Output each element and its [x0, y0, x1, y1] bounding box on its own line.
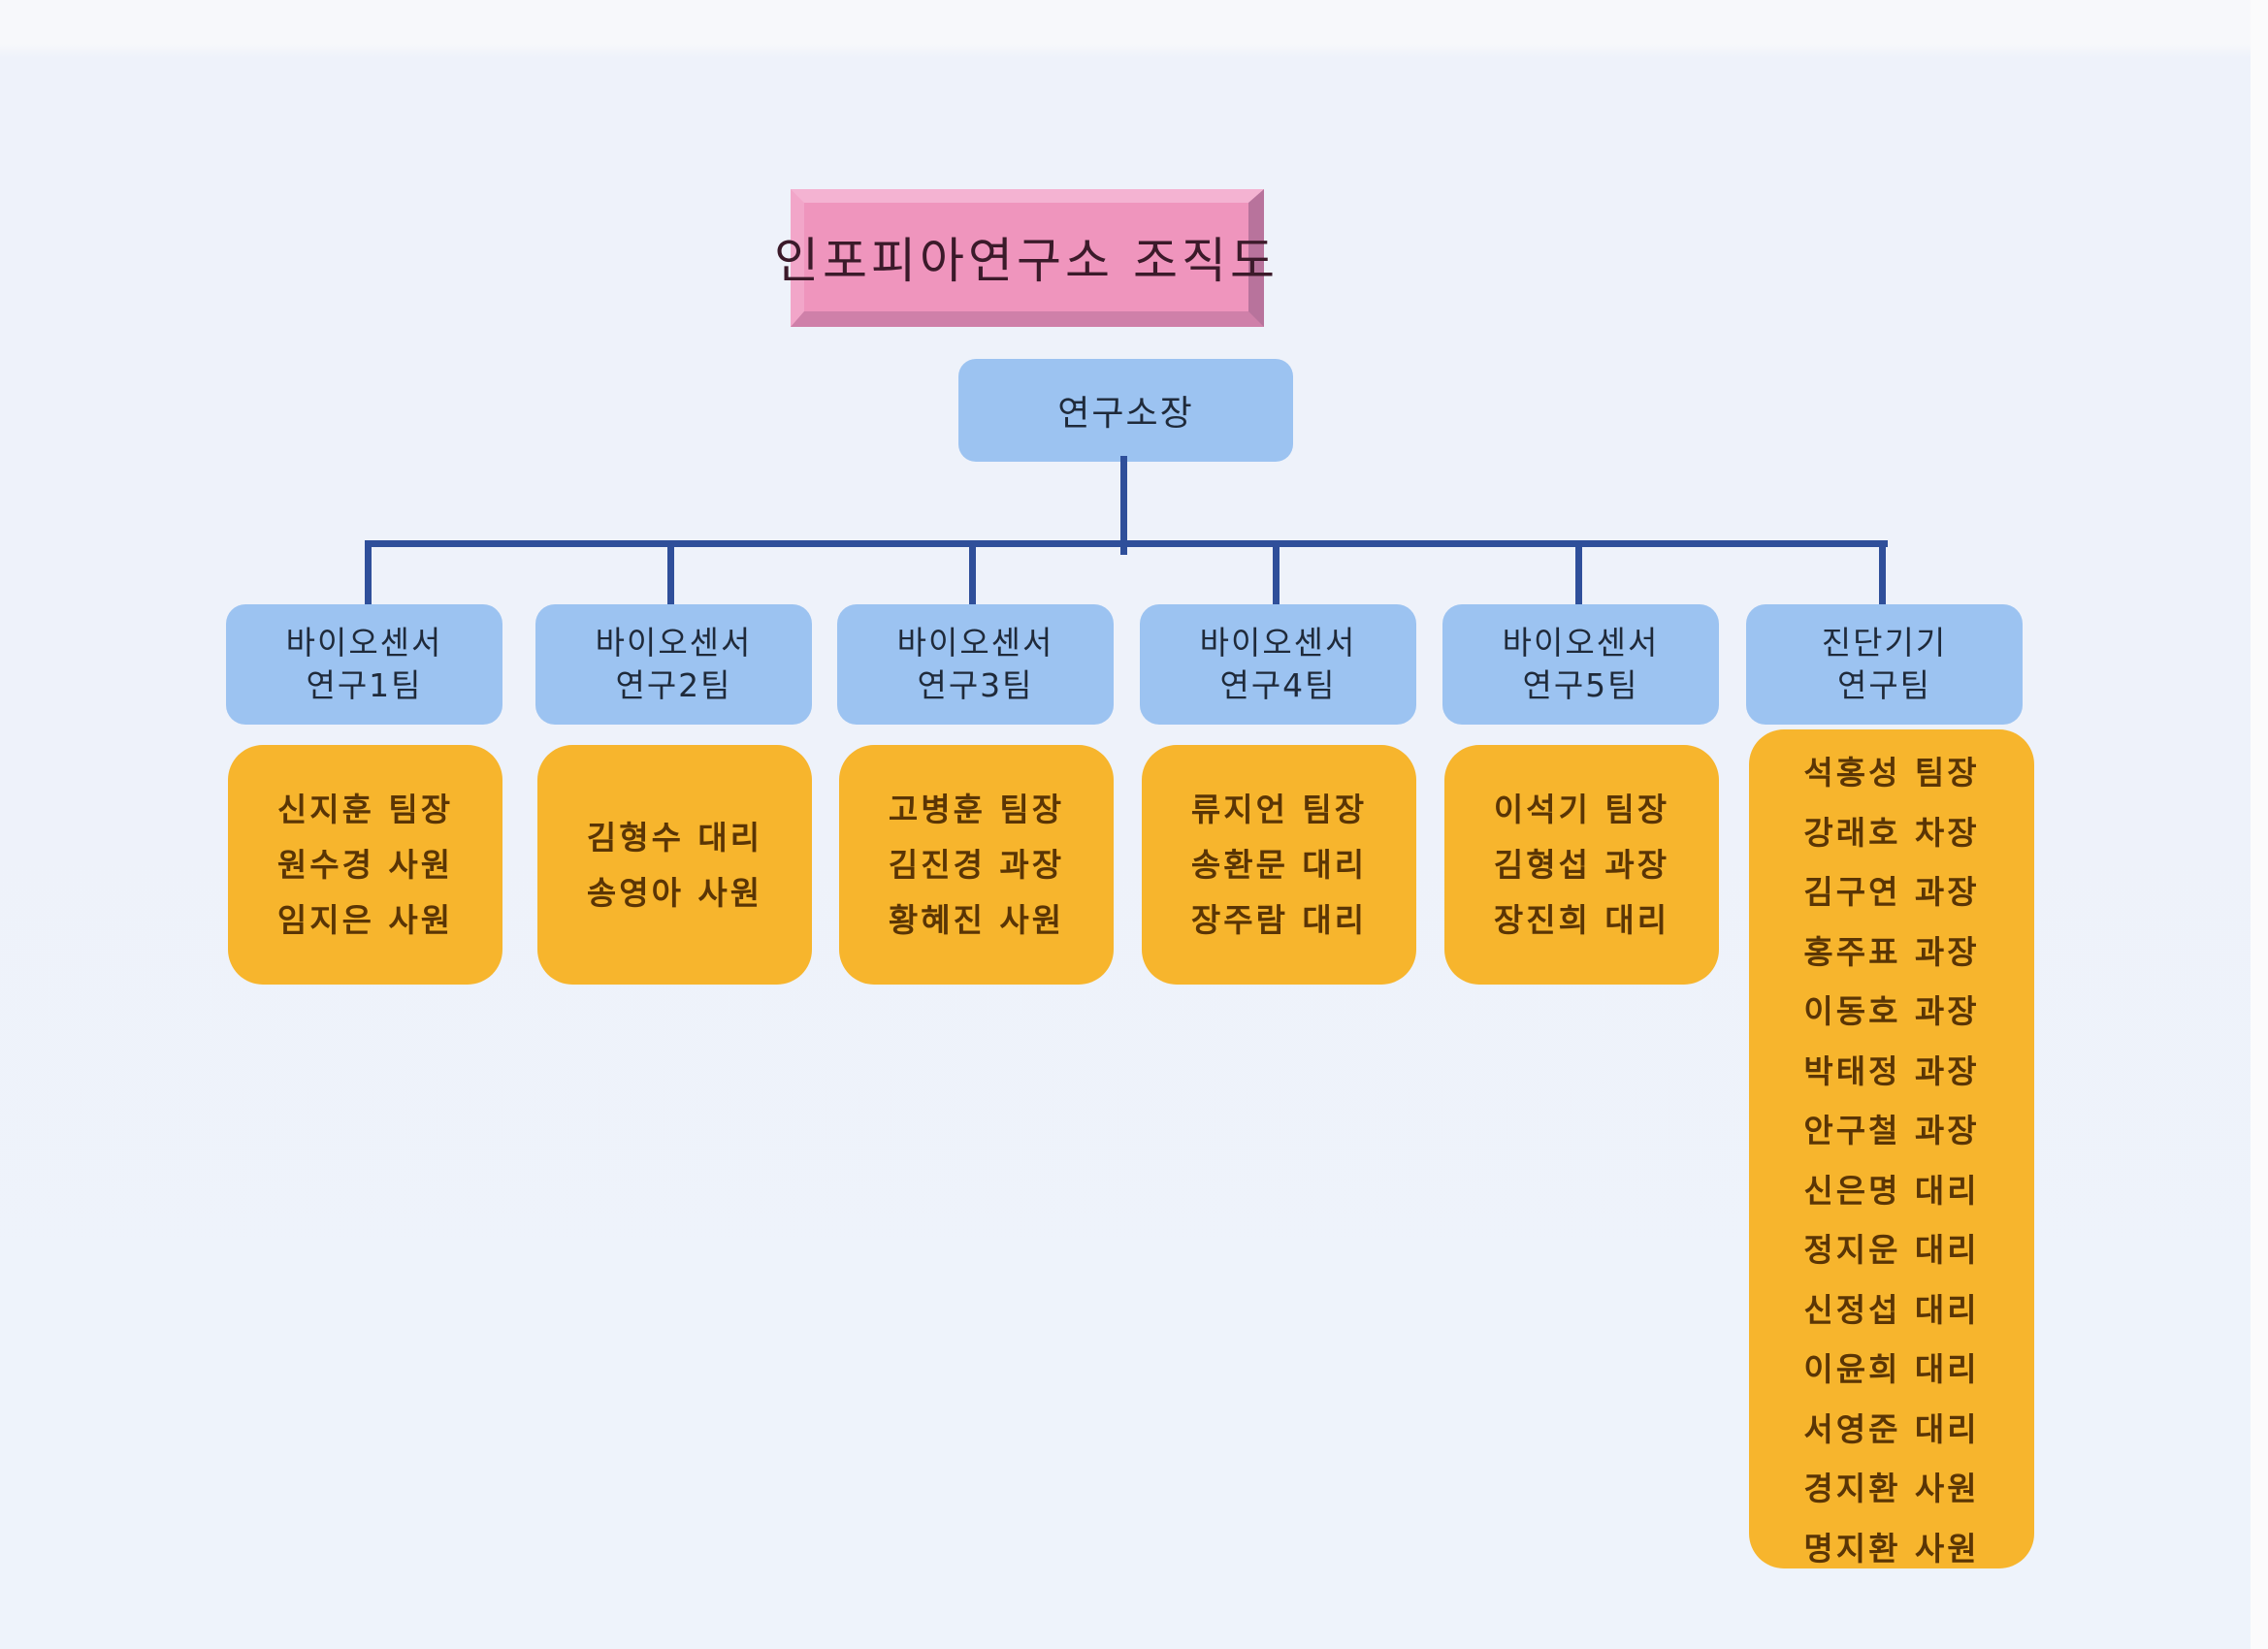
connector-team-2: [667, 540, 674, 608]
member-item: 박태정 과장: [1803, 1051, 1980, 1090]
member-list-team-1: 신지훈 팀장 원수경 사원 임지은 사원: [228, 745, 502, 985]
member-item: 서영준 대리: [1803, 1409, 1980, 1448]
member-item: 신정섭 대리: [1803, 1290, 1980, 1329]
director-node: 연구소장: [958, 359, 1293, 462]
team-name-line1: 바이오센서: [595, 624, 753, 662]
member-item: 송영아 사원: [586, 873, 763, 912]
member-list-team-6: 석홍성 팀장 강래호 차장 김구연 과장 홍주표 과장 이동호 과장 박태정 과…: [1749, 729, 2034, 1568]
team-name-line2: 연구팀: [1836, 666, 1932, 704]
member-item: 송환문 대리: [1190, 846, 1368, 884]
member-item: 명지환 사원: [1803, 1529, 1980, 1568]
member-item: 김형수 대리: [586, 818, 763, 857]
team-name-line1: 진단기기: [1821, 624, 1948, 662]
member-item: 임지은 사원: [276, 901, 454, 939]
team-name-line1: 바이오센서: [285, 624, 443, 662]
team-name-line2: 연구1팀: [306, 666, 423, 704]
member-item: 김형섭 과장: [1493, 846, 1670, 884]
team-node-biosensor-1: 바이오센서 연구1팀: [226, 604, 502, 725]
team-name-line2: 연구5팀: [1522, 666, 1639, 704]
member-item: 김진경 과장: [888, 846, 1065, 884]
member-item: 신지훈 팀장: [276, 791, 454, 828]
member-item: 석홍성 팀장: [1803, 754, 1980, 792]
team-name-line2: 연구3팀: [917, 666, 1034, 704]
member-item: 장주람 대리: [1190, 901, 1368, 939]
connector-team-4: [1273, 540, 1280, 608]
member-item: 원수경 사원: [276, 846, 454, 884]
member-item: 고병훈 팀장: [888, 791, 1065, 828]
member-item: 안구철 과장: [1803, 1112, 1980, 1149]
connector-team-3: [969, 540, 976, 608]
member-item: 황혜진 사원: [888, 901, 1065, 939]
team-name-line2: 연구2팀: [615, 666, 732, 704]
connector-team-1: [365, 540, 372, 608]
chart-title: 인포피아연구소 조직도: [774, 233, 1279, 289]
team-name-line1: 바이오센서: [896, 624, 1054, 662]
connector-team-6: [1879, 540, 1886, 608]
member-item: 홍주표 과장: [1803, 932, 1980, 971]
member-list-team-2: 김형수 대리 송영아 사원: [537, 745, 812, 985]
connector-horizontal-bus: [365, 540, 1888, 547]
member-item: 이동호 과장: [1803, 992, 1980, 1030]
director-label: 연구소장: [1057, 394, 1194, 434]
member-list-team-5: 이석기 팀장 김형섭 과장 장진희 대리: [1444, 745, 1719, 985]
team-node-biosensor-3: 바이오센서 연구3팀: [837, 604, 1114, 725]
member-item: 신은명 대리: [1803, 1171, 1980, 1210]
team-name-line2: 연구4팀: [1219, 666, 1337, 704]
member-item: 장진희 대리: [1493, 901, 1670, 939]
member-list-team-3: 고병훈 팀장 김진경 과장 황혜진 사원: [839, 745, 1114, 985]
team-name-line1: 바이오센서: [1502, 624, 1660, 662]
connector-director-vertical: [1120, 456, 1127, 555]
connector-team-5: [1575, 540, 1582, 608]
member-item: 이석기 팀장: [1493, 791, 1670, 828]
team-node-biosensor-2: 바이오센서 연구2팀: [535, 604, 812, 725]
team-node-diagnostic-devices: 진단기기 연구팀: [1746, 604, 2023, 725]
chart-title-box: 인포피아연구소 조직도: [774, 189, 1275, 327]
member-item: 정지운 대리: [1803, 1231, 1980, 1269]
team-node-biosensor-4: 바이오센서 연구4팀: [1140, 604, 1416, 725]
member-item: 경지환 사원: [1803, 1470, 1980, 1507]
member-item: 이윤희 대리: [1803, 1350, 1980, 1388]
team-node-biosensor-5: 바이오센서 연구5팀: [1442, 604, 1719, 725]
page-edge: [2251, 0, 2268, 1649]
team-name-line1: 바이오센서: [1199, 624, 1357, 662]
member-item: 강래호 차장: [1803, 813, 1980, 852]
member-item: 김구연 과장: [1803, 873, 1980, 911]
member-list-team-4: 류지언 팀장 송환문 대리 장주람 대리: [1142, 745, 1416, 985]
member-item: 류지언 팀장: [1190, 791, 1368, 828]
